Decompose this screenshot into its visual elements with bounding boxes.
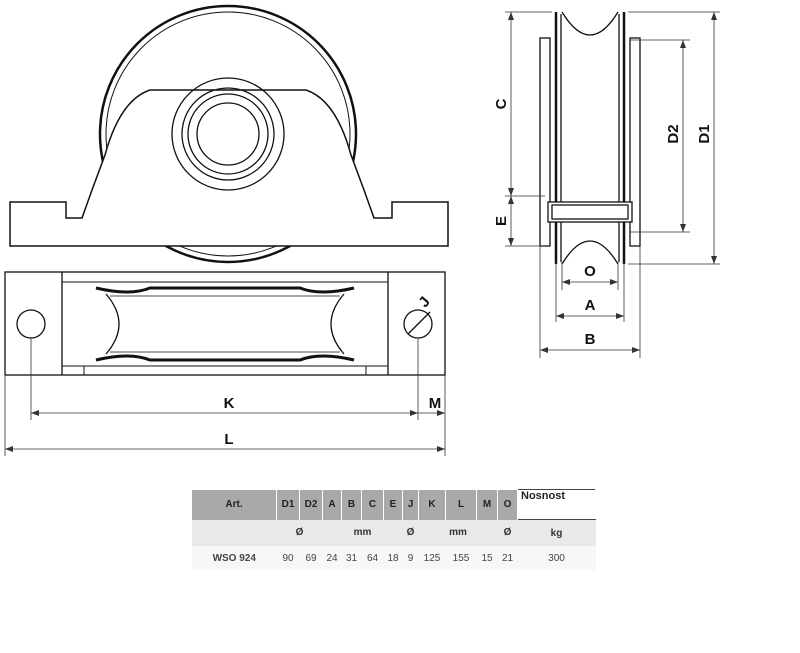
dim-label-d2: D2 bbox=[665, 124, 682, 143]
cell-k: 125 bbox=[418, 546, 446, 570]
spec-header-row: Art. D1 D2 A B C E J K L M O Nosnost bbox=[192, 489, 596, 520]
col-header-e: E bbox=[383, 489, 403, 520]
dim-label-l: L bbox=[224, 431, 233, 448]
dim-label-m: M bbox=[429, 395, 442, 412]
col-header-b: B bbox=[341, 489, 362, 520]
front-view bbox=[9, 4, 449, 264]
dim-label-b: B bbox=[585, 331, 596, 348]
table-row: WSO 924 90 69 24 31 64 18 9 125 155 15 2… bbox=[192, 546, 596, 570]
cell-c: 64 bbox=[361, 546, 384, 570]
col-header-nosnost: Nosnost bbox=[517, 489, 596, 520]
spec-table: Art. D1 D2 A B C E J K L M O Nosnost Ø m… bbox=[192, 489, 596, 570]
spec-units-row: Ø mm Ø mm Ø kg bbox=[192, 519, 596, 546]
col-header-d1: D1 bbox=[276, 489, 300, 520]
cell-d1: 90 bbox=[276, 546, 300, 570]
cell-m: 15 bbox=[476, 546, 498, 570]
dim-label-k: K bbox=[224, 395, 235, 412]
cell-e: 18 bbox=[383, 546, 403, 570]
cell-b: 31 bbox=[341, 546, 362, 570]
cell-a: 24 bbox=[322, 546, 342, 570]
dim-label-o: O bbox=[584, 263, 596, 280]
dim-label-a: A bbox=[585, 297, 596, 314]
dim-label-d1: D1 bbox=[696, 124, 713, 143]
top-view bbox=[4, 271, 446, 376]
side-view bbox=[539, 11, 641, 265]
cell-load: 300 bbox=[517, 546, 596, 570]
unit-diameter: Ø bbox=[497, 519, 518, 546]
dim-label-e: E bbox=[493, 216, 510, 226]
dim-label-c: C bbox=[493, 98, 510, 109]
col-header-art: Art. bbox=[192, 489, 277, 520]
col-header-d2: D2 bbox=[299, 489, 323, 520]
col-header-l: L bbox=[445, 489, 477, 520]
cell-d2: 69 bbox=[299, 546, 323, 570]
col-header-a: A bbox=[322, 489, 342, 520]
unit-mm: mm bbox=[418, 519, 498, 546]
cell-art: WSO 924 bbox=[192, 546, 277, 570]
col-header-c: C bbox=[361, 489, 384, 520]
col-header-j: J bbox=[402, 489, 419, 520]
col-header-m: M bbox=[476, 489, 498, 520]
technical-drawing: C E D2 D1 O A B J K M L bbox=[4, 4, 720, 456]
cell-l: 155 bbox=[445, 546, 477, 570]
unit-mm: mm bbox=[322, 519, 403, 546]
unit-kg: kg bbox=[517, 519, 596, 546]
cell-o: 21 bbox=[497, 546, 518, 570]
unit-diameter: Ø bbox=[276, 519, 323, 546]
col-header-k: K bbox=[418, 489, 446, 520]
col-header-o: O bbox=[497, 489, 518, 520]
unit-diameter: Ø bbox=[402, 519, 419, 546]
unit-empty bbox=[192, 519, 277, 546]
cell-j: 9 bbox=[402, 546, 419, 570]
